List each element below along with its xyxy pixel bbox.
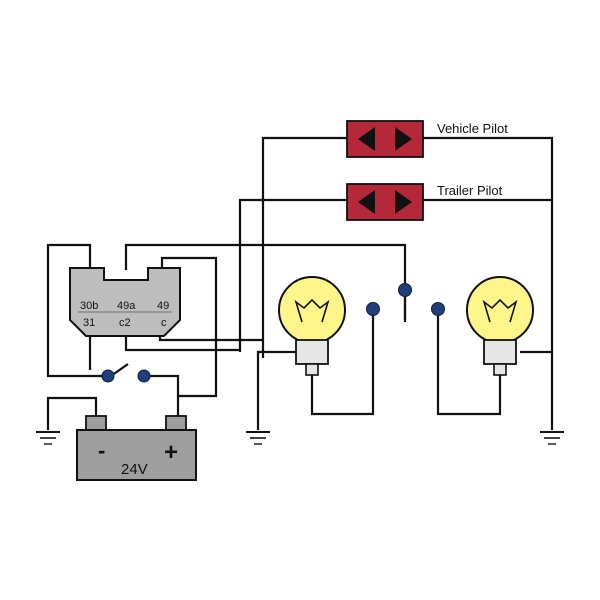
left-bulb-filament <box>294 298 330 323</box>
selector-contact-left <box>366 302 380 316</box>
right-bulb-glass <box>466 276 534 344</box>
left-bulb-tip <box>305 363 319 376</box>
lamp-selector-switch <box>366 283 445 322</box>
battery-positive-sign: + <box>164 439 178 466</box>
pin-49a: 49a <box>117 300 136 312</box>
wire-vehicle-pilot-left <box>261 136 347 358</box>
left-bulb-glass <box>278 276 346 344</box>
wire-49a-to-switch <box>124 243 407 320</box>
trailer-pilot-label: Trailer Pilot <box>437 183 503 198</box>
wire-49-loop <box>160 256 218 398</box>
flasher-relay: 30b 49a 49 31 c2 c <box>69 267 181 337</box>
switch-icon <box>101 363 151 383</box>
wire-right-rail <box>423 136 554 430</box>
selector-pivot <box>398 283 412 297</box>
wire-left-bulb-contact <box>310 312 375 416</box>
bulb-icon <box>466 276 534 376</box>
vehicle-pilot: Vehicle Pilot <box>346 120 508 158</box>
wires <box>46 136 554 430</box>
trailer-pilot: Trailer Pilot <box>346 183 503 221</box>
battery-voltage: 24V <box>121 461 148 478</box>
pin-30b: 30b <box>80 300 98 312</box>
relay-body <box>69 267 181 337</box>
battery: - + 24V <box>76 415 197 481</box>
arrow-right-icon <box>395 190 412 214</box>
wire-left-bulb-ground <box>256 350 312 430</box>
bulb-icon <box>278 276 346 376</box>
left-bulb-base <box>295 339 329 365</box>
pin-31: 31 <box>83 317 95 329</box>
arrow-right-icon <box>395 127 412 151</box>
pin-c2: c2 <box>119 317 131 329</box>
wire-trailer-pilot-left <box>238 198 347 352</box>
ground-icon <box>540 431 564 445</box>
battery-terminal-positive <box>165 415 187 431</box>
wire-30b-loop <box>46 243 104 378</box>
wire-switch-to-positive <box>150 374 180 418</box>
wire-c <box>158 330 263 342</box>
ground-icon <box>246 431 270 445</box>
right-bulb-base <box>483 339 517 365</box>
right-bulb-filament <box>482 298 518 323</box>
switch-contact-right <box>137 369 151 383</box>
switch-contact-left <box>101 369 115 383</box>
battery-negative-sign: - <box>98 438 105 463</box>
selector-contact-right <box>431 302 445 316</box>
vehicle-pilot-label: Vehicle Pilot <box>437 121 508 136</box>
arrow-left-icon <box>358 127 375 151</box>
pin-49: 49 <box>157 300 169 312</box>
wire-right-bulb-contact <box>436 312 502 416</box>
ground-icon <box>36 431 60 445</box>
pin-c: c <box>161 317 167 329</box>
battery-terminal-negative <box>85 415 107 431</box>
wire-negative-to-ground <box>46 396 98 430</box>
arrow-left-icon <box>358 190 375 214</box>
right-bulb-tip <box>493 363 507 376</box>
battery-body <box>76 429 197 481</box>
